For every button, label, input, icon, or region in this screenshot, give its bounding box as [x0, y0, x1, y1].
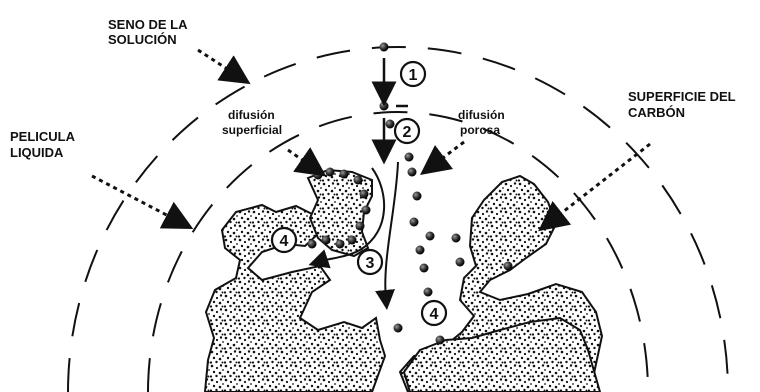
particle	[362, 206, 371, 215]
step-4a-marker: 4	[272, 228, 296, 252]
bulk-solution-label-line1: SENO DE LA	[108, 17, 188, 32]
surf-diff-pointer	[288, 150, 314, 168]
step-1-number: 1	[409, 67, 418, 84]
liquid-film-label-line2: LIQUIDA	[10, 145, 64, 160]
particle	[410, 218, 419, 227]
particle	[336, 240, 345, 249]
liquid-film-label-line1: PELICULA	[10, 129, 76, 144]
step-3-marker: 3	[358, 250, 382, 274]
particle	[380, 102, 389, 111]
particle	[436, 336, 445, 345]
step-1-marker: 1	[401, 62, 425, 86]
particle	[456, 258, 465, 267]
carbon-surface-label-line2: CARBÓN	[628, 105, 685, 120]
particle	[360, 190, 369, 199]
particle	[308, 240, 317, 249]
particle	[452, 234, 461, 243]
step-4a-number: 4	[280, 233, 289, 250]
pore-diffusion-label-line1: difusión	[458, 108, 505, 122]
surface-diffusion-label-line1: difusión	[228, 108, 275, 122]
pore-diff-pointer	[432, 142, 464, 166]
carbon-particle	[205, 170, 602, 392]
particle	[408, 168, 417, 177]
particle	[394, 324, 403, 333]
film-pointer	[92, 176, 180, 222]
bulk-pointer	[198, 50, 238, 76]
particle	[356, 222, 365, 231]
bulk-solution-label-line2: SOLUCIÓN	[108, 32, 177, 47]
particle	[416, 246, 425, 255]
pore-diffusion-label-line2: porosa	[460, 123, 500, 137]
particle	[340, 170, 349, 179]
particle	[314, 171, 323, 180]
step-4b-marker: 4	[422, 301, 446, 325]
particle	[413, 192, 422, 201]
particle	[380, 43, 389, 52]
surface-diffusion-label-line2: superficial	[222, 123, 282, 137]
carbon-lower-shelf	[404, 318, 600, 392]
particle	[426, 232, 435, 241]
particle	[504, 262, 513, 271]
pore-diffusion-arrow	[385, 162, 398, 300]
particle	[424, 288, 433, 297]
surface-pointer	[550, 144, 650, 222]
diagram-labels: SENO DE LA SOLUCIÓN PELICULA LIQUIDA SUP…	[10, 17, 736, 160]
step-2-marker: 2	[395, 119, 419, 143]
step-4b-number: 4	[430, 306, 439, 323]
particle	[420, 264, 429, 273]
particle	[326, 168, 335, 177]
step-3-number: 3	[366, 255, 375, 272]
particle	[386, 120, 395, 129]
step-2-number: 2	[403, 124, 412, 141]
particle	[405, 153, 414, 162]
particle	[348, 236, 357, 245]
particle	[354, 176, 363, 185]
particle	[322, 236, 331, 245]
carbon-surface-label-line1: SUPERFICIE DEL	[628, 89, 736, 104]
